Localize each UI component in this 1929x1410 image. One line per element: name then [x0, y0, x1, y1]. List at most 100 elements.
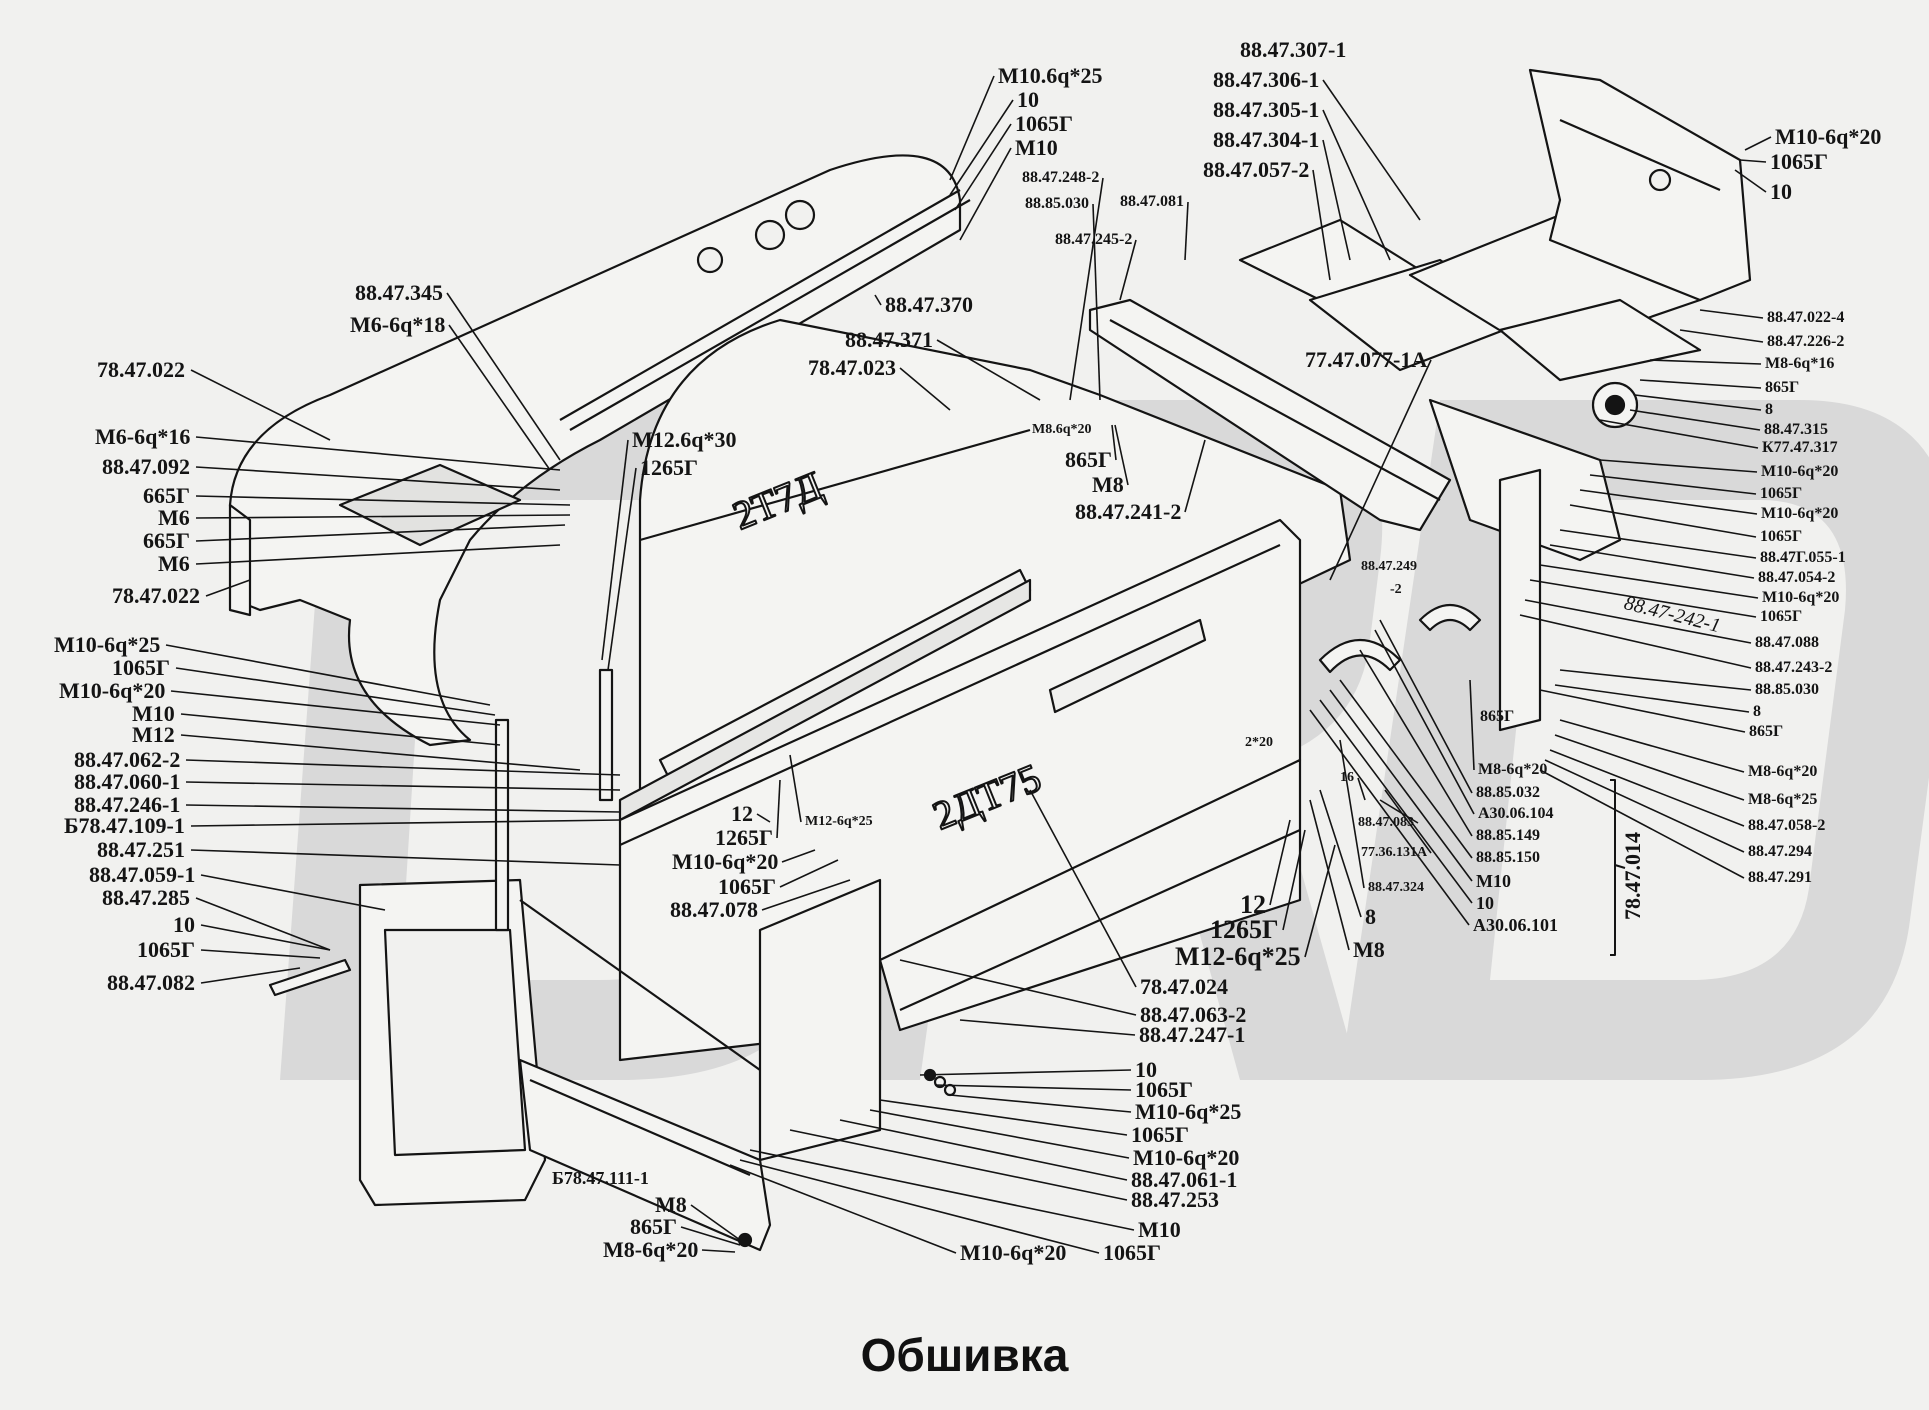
callout-label-right-column: M10-6q*20 — [1762, 589, 1840, 606]
leader-line — [1744, 136, 1772, 151]
leader-line — [1599, 419, 1759, 449]
leader-line — [1069, 177, 1104, 401]
callout-label-far-right-top: M10-6q*20 — [1775, 124, 1882, 149]
leader-line — [749, 1149, 1135, 1231]
callout-label-left: 88.47.082 — [107, 970, 195, 995]
leader-line — [1544, 759, 1745, 853]
callout-label-bottom-left: Б78.47.111-1 — [552, 1168, 649, 1188]
leader-line — [1529, 579, 1757, 618]
callout-label-right-column: 88.47.226-2 — [1767, 333, 1845, 350]
leader-line — [1029, 789, 1137, 988]
leader-line — [1339, 739, 1365, 889]
callout-label-right-column: M8-6q*25 — [1748, 791, 1818, 808]
callout-label-lower-center: 8 — [1365, 904, 1376, 929]
callout-label-bottom-right-stack: M10-6q*25 — [1135, 1099, 1242, 1124]
leader-line — [899, 959, 1137, 1016]
leader-line — [1357, 777, 1366, 801]
callout-label-lower-center: M8 — [1353, 937, 1385, 962]
callout-label-center-mid: 88.47.078 — [670, 897, 758, 922]
callout-label-right-column: 8 — [1753, 703, 1761, 720]
leader-line — [446, 292, 561, 461]
callout-label-center-upper: 865Г — [1065, 447, 1112, 472]
callout-label-top-center: M10 — [1015, 135, 1058, 160]
leader-line — [729, 1164, 957, 1254]
leader-line — [776, 779, 781, 839]
leader-line — [959, 147, 1012, 241]
callout-label-bracket-label: 78.47.014 — [1620, 832, 1645, 920]
callout-label-center-mid: 1265Г — [640, 455, 698, 480]
leader-line — [779, 859, 839, 888]
callout-label-center-mid: M10-6q*20 — [672, 849, 779, 874]
callout-label-lower-center: M12-6q*25 — [1175, 942, 1301, 971]
callout-label-left: 88.47.092 — [102, 454, 190, 479]
leader-line — [1579, 489, 1758, 515]
callout-label-left: M10 — [132, 701, 175, 726]
callout-label-right-column: 88.85.030 — [1755, 681, 1819, 698]
callout-label-left: M12 — [132, 722, 175, 747]
leader-line — [899, 367, 951, 411]
callout-label-inner-right: 88.47.083 — [1358, 815, 1414, 830]
leader-line — [1319, 789, 1362, 918]
callout-label-bottom-right-stack: 88.47.063-2 — [1140, 1002, 1247, 1027]
leader-line — [1589, 474, 1757, 495]
callout-label-inner-right: 16 — [1340, 770, 1354, 785]
callout-label-bottom-right-stack: 88.47.247-1 — [1139, 1022, 1246, 1047]
callout-label-top-right-stack: 88.47.057-2 — [1203, 157, 1310, 182]
leader-line — [1329, 359, 1432, 581]
leader-line — [1524, 599, 1752, 644]
leader-line — [680, 1226, 741, 1246]
callout-label-right-column: M8-6q*20 — [1748, 763, 1818, 780]
callout-label-bottom-right-stack: M10-6q*20 — [1133, 1145, 1240, 1170]
callout-label-inner-right: 77.36.131A — [1361, 845, 1428, 860]
callout-label-bottom-right-stack: M10-6q*20 — [960, 1240, 1067, 1265]
callout-label-inner-right: M8-6q*20 — [1478, 761, 1548, 778]
callout-label-lower-center: 12 — [1240, 890, 1266, 919]
callout-label-left: 88.47.285 — [102, 885, 190, 910]
leader-line — [195, 436, 561, 471]
callout-label-right-column: 88.47.058-2 — [1748, 817, 1826, 834]
callout-label-right-column: 88.47.054-2 — [1758, 569, 1836, 586]
callout-label-left: 88.47.062-2 — [74, 747, 181, 772]
leader-line — [739, 1159, 1100, 1254]
callout-label-left: 88.47.246-1 — [74, 792, 181, 817]
callout-label-top-center: 88.47.245-2 — [1055, 231, 1133, 248]
leader-line — [165, 644, 491, 706]
leader-line — [195, 514, 571, 519]
leader-line — [200, 874, 386, 911]
callout-label-top-center: 1065Г — [1015, 111, 1073, 136]
leader-line — [1379, 799, 1419, 824]
callout-label-inner-right: 88.47.249 — [1361, 559, 1417, 574]
callout-label-bottom-right-stack: 1065Г — [1131, 1122, 1189, 1147]
leader-line — [175, 667, 496, 716]
callout-label-right-column: 8 — [1765, 401, 1773, 418]
leader-line — [949, 99, 1014, 196]
leader-line — [1359, 649, 1473, 837]
leader-line — [1679, 329, 1764, 343]
callout-label-bottom-right-stack: 88.47.061-1 — [1131, 1167, 1238, 1192]
callout-label-inner-right: 88.85.149 — [1476, 827, 1540, 844]
side-panel-bottom — [878, 758, 1302, 1032]
callout-label-top-center: 10 — [1017, 87, 1039, 112]
leader-line — [1629, 409, 1761, 431]
leader-line — [1554, 734, 1745, 801]
lower-strip — [518, 1058, 772, 1252]
leader-line — [919, 1069, 1132, 1076]
leader-line — [1569, 504, 1757, 538]
callout-label-center-upper: 88.47.241-2 — [1075, 499, 1182, 524]
callout-label-inner-right: M10 — [1476, 871, 1511, 891]
leader-line — [701, 1249, 736, 1253]
callout-label-left: M6-6q*16 — [95, 424, 191, 449]
callout-label-left: M6 — [158, 551, 190, 576]
callout-label-center-upper: 88.47.371 — [845, 327, 933, 352]
callout-label-center-upper: 88.47.370 — [885, 292, 973, 317]
callout-label-center-mid: 12 — [731, 801, 753, 826]
leader-line — [954, 123, 1012, 211]
leader-line — [1549, 749, 1745, 827]
leader-line — [1384, 789, 1432, 854]
leader-line — [1469, 679, 1475, 771]
leader-line — [1539, 689, 1746, 733]
callout-label-inner-right: A30.06.104 — [1478, 805, 1554, 822]
leader-line — [185, 759, 621, 776]
leader-line — [936, 339, 1041, 401]
